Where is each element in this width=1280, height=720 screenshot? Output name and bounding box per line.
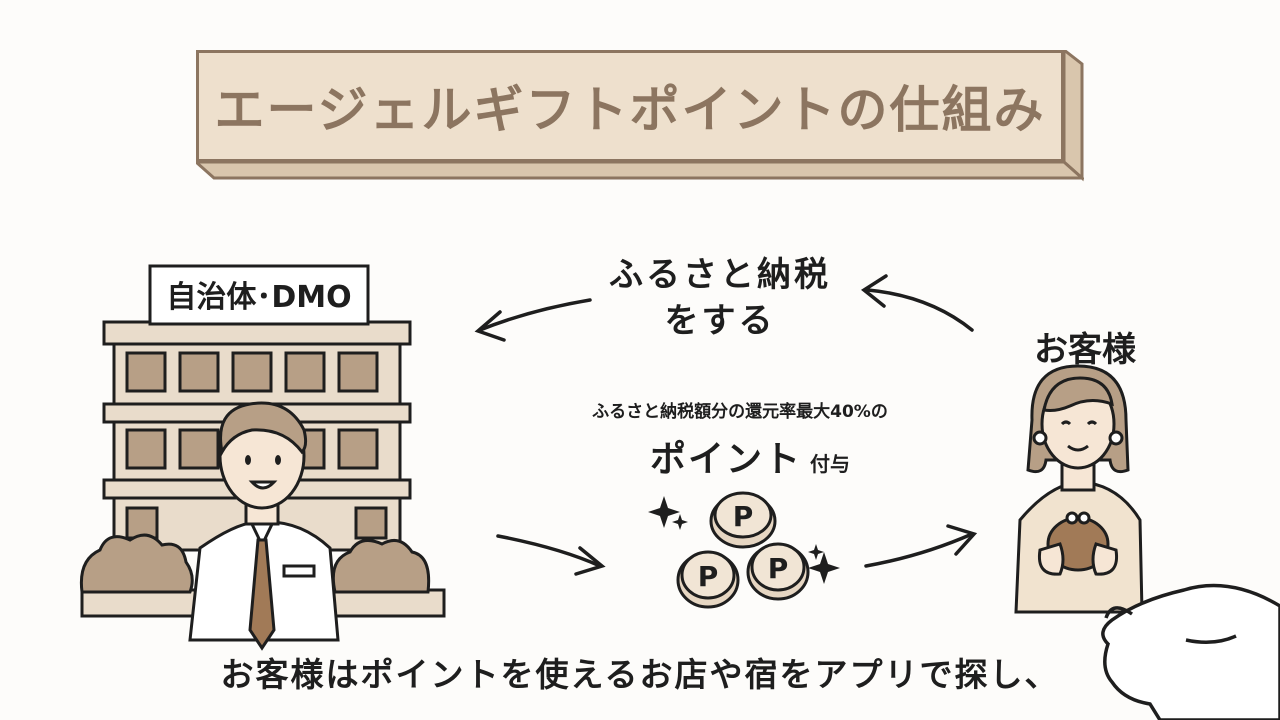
- page-title: エージェルギフトポイントの仕組み: [214, 81, 1046, 139]
- arrow-points-to-customer: [864, 524, 978, 568]
- bush-illustration: [79, 533, 431, 594]
- point-grant-label: ポイント付与: [560, 430, 940, 482]
- arrow-furusato-to-government: [474, 298, 592, 342]
- government-sign-board: [148, 264, 370, 326]
- coin-letter: P: [768, 552, 789, 585]
- arrow-government-to-points: [496, 534, 606, 576]
- furusato-label-line1: ふるさと納税: [609, 255, 831, 295]
- point-grant-main: ポイント: [649, 439, 802, 480]
- furusato-label: ふるさと納税 をする: [560, 252, 880, 344]
- point-grant-suffix: 付与: [810, 452, 850, 476]
- furusato-label-line2: をする: [664, 301, 776, 341]
- drawing-hand-illustration: [1101, 583, 1280, 720]
- customer-person-illustration: [1014, 364, 1144, 614]
- coin-icon: P: [746, 542, 810, 601]
- coin-letter: P: [698, 560, 719, 593]
- sparkle-icon: [648, 496, 840, 584]
- staff-person-illustration: [188, 401, 340, 651]
- title-banner: エージェルギフトポイントの仕組み: [196, 50, 1084, 182]
- return-rate-label: ふるさと納税額分の還元率最大40%の: [592, 402, 888, 422]
- coin-icon: P: [709, 491, 777, 549]
- customer-label: お客様: [1034, 330, 1136, 370]
- coin-icon: P: [676, 550, 740, 609]
- arrow-customer-to-furusato: [860, 274, 974, 332]
- subtitle-caption: お客様はポイントを使えるお店や宿をアプリで探し、: [220, 655, 1060, 694]
- government-sign-label: 自治体･DMO: [166, 280, 352, 315]
- title-banner-frame: [196, 50, 1084, 182]
- coin-letter: P: [733, 500, 754, 533]
